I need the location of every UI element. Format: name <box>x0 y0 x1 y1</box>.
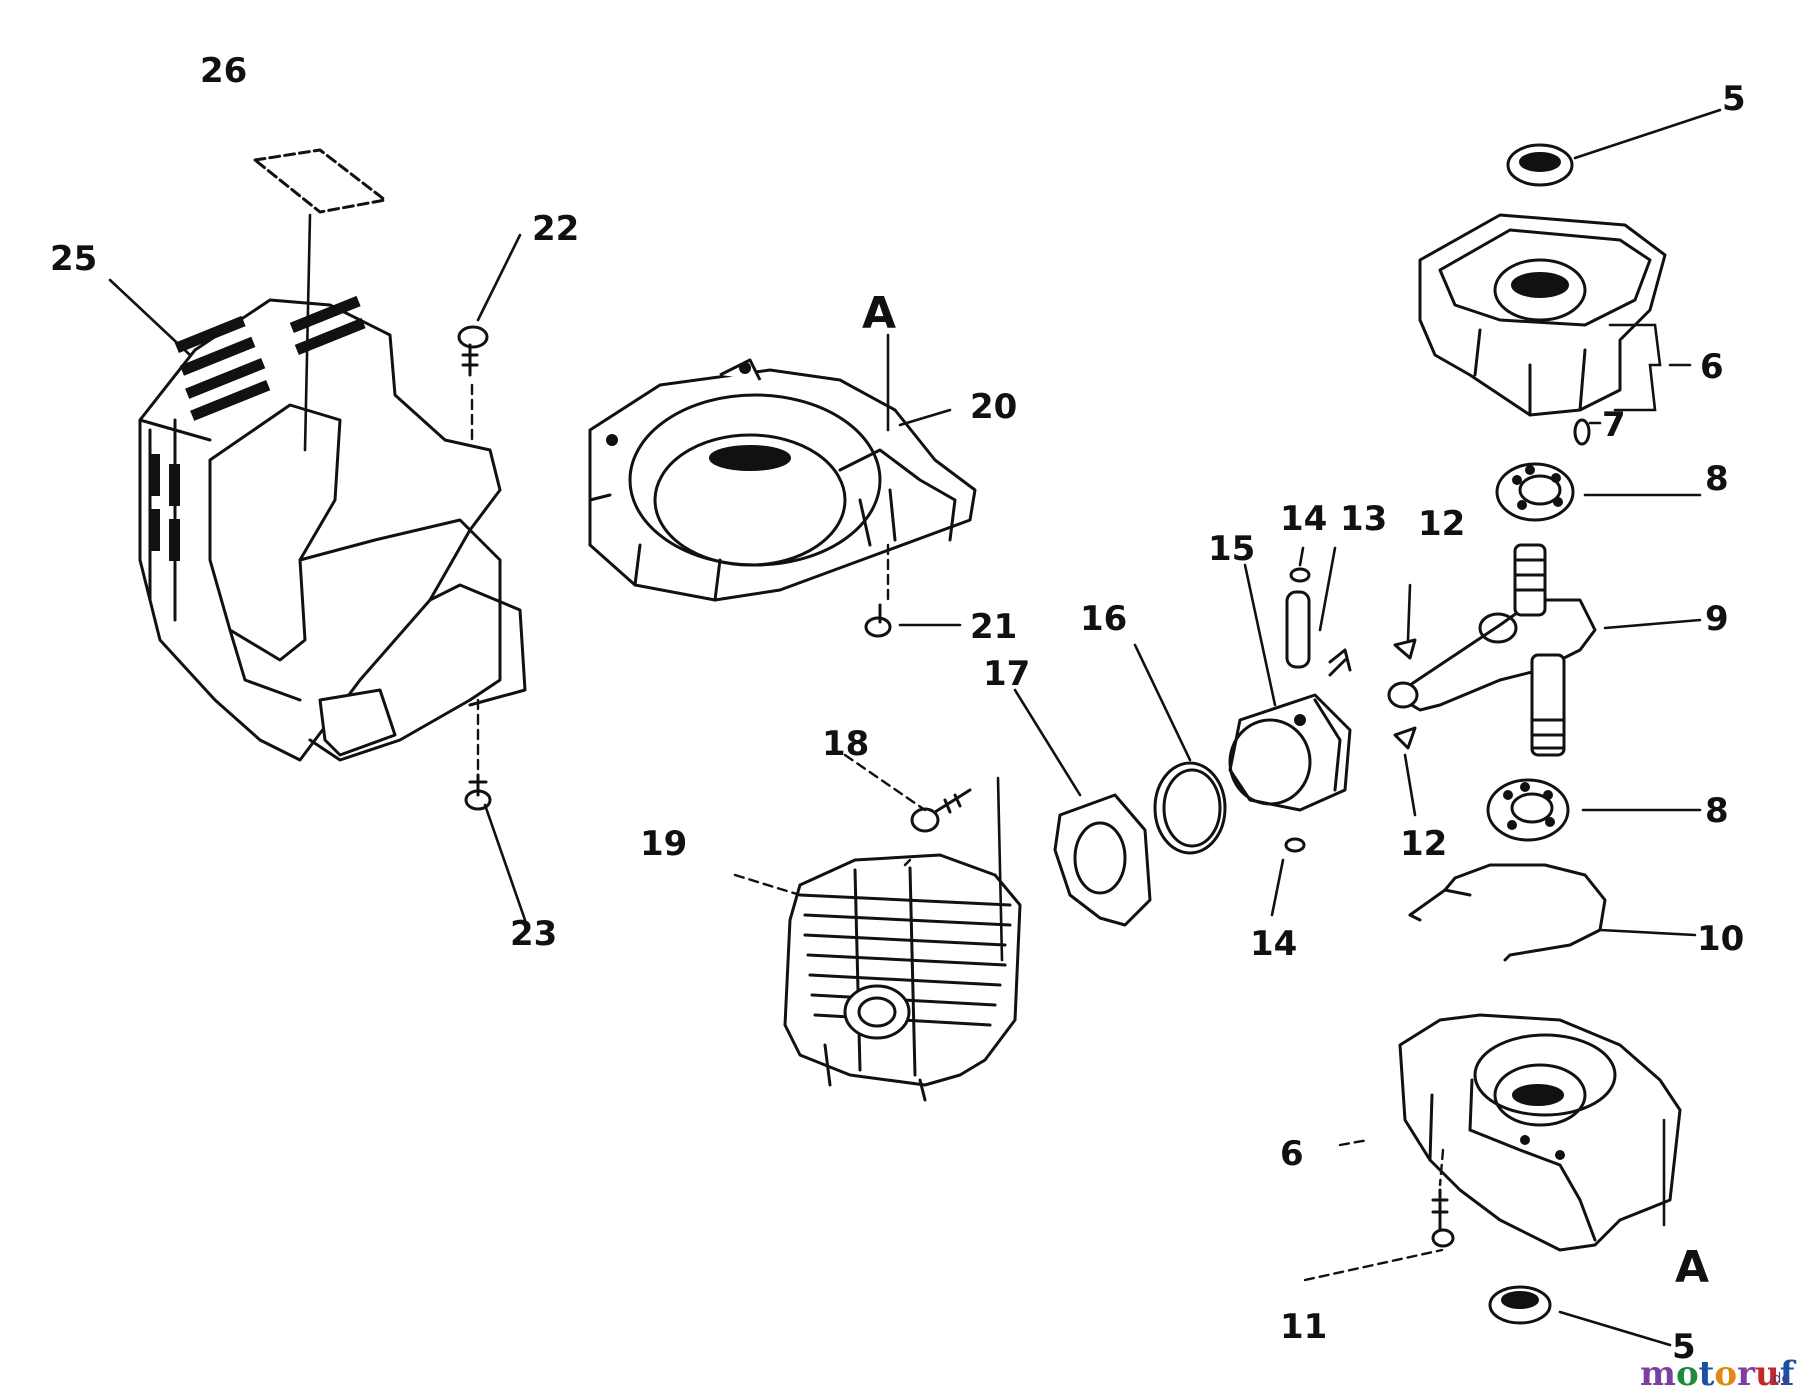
part-19-cylinder <box>783 853 1022 1102</box>
callout-21: 21 <box>970 607 1017 647</box>
callout-7: 7 <box>1602 405 1626 445</box>
callout-5-bottom: 5 <box>1672 1327 1696 1367</box>
callout-8-top: 8 <box>1705 459 1729 499</box>
part-6-crankcase-upper <box>1418 213 1667 417</box>
callout-23: 23 <box>510 914 557 954</box>
callout-25: 25 <box>50 239 97 279</box>
logo-letter: f <box>1780 1354 1797 1394</box>
part-26-label <box>253 148 387 452</box>
logo-letter: r <box>1737 1354 1756 1394</box>
part-22-screw <box>457 325 489 442</box>
logo-letter: m <box>1640 1354 1676 1394</box>
logo-letter: u <box>1755 1354 1780 1394</box>
part-17-gasket <box>1053 793 1152 927</box>
part-6-crankcase-lower <box>1398 1013 1682 1252</box>
callout-17: 17 <box>983 654 1030 694</box>
svg-text:.de: .de <box>1768 1371 1790 1387</box>
part-21-screw <box>864 543 892 638</box>
callout-15: 15 <box>1208 529 1255 569</box>
callout-10: 10 <box>1697 919 1744 959</box>
part-7-dowel-pin <box>1573 418 1591 446</box>
reference-a-top: A <box>862 288 896 339</box>
callout-labels: 5 6 7 8 9 8 10 12 13 14 15 16 17 18 19 1… <box>50 51 1746 1367</box>
part-13-piston-pin <box>1285 590 1352 677</box>
callout-12-bottom: 12 <box>1400 824 1447 864</box>
callout-13: 13 <box>1340 499 1387 539</box>
part-14-clip-top <box>1289 567 1311 583</box>
part-14-clip-bottom <box>1284 837 1306 853</box>
callout-22: 22 <box>532 209 579 249</box>
part-11-screw <box>1431 1148 1455 1248</box>
callout-18: 18 <box>822 724 869 764</box>
part-23-screw <box>464 698 492 811</box>
callout-12-top: 12 <box>1418 504 1465 544</box>
callout-8-bottom: 8 <box>1705 791 1729 831</box>
part-8-bearing-top <box>1495 462 1575 522</box>
callout-19: 19 <box>640 824 687 864</box>
part-5-seal-bottom <box>1488 1285 1552 1325</box>
svg-text:motoruf: motoruf <box>1640 1354 1797 1394</box>
callout-6-left: 6 <box>1280 1134 1304 1174</box>
logo-letter: o <box>1676 1354 1699 1394</box>
part-16-ring <box>1153 761 1227 855</box>
callout-14-bottom: 14 <box>1250 924 1297 964</box>
part-15-piston <box>1228 693 1352 812</box>
part-5-seal-top <box>1506 143 1574 187</box>
callout-9: 9 <box>1705 599 1729 639</box>
callout-14-top: 14 <box>1280 499 1327 539</box>
part-18-screw <box>910 776 1004 962</box>
part-12-needle-bearing-bottom <box>1393 726 1417 750</box>
callout-5-top: 5 <box>1722 79 1746 119</box>
callout-26: 26 <box>200 51 247 91</box>
leader-lines <box>108 108 1722 1347</box>
reference-a-bottom: A <box>1675 1242 1709 1293</box>
logo-letter: o <box>1714 1354 1737 1394</box>
part-12-needle-bearing-top <box>1393 638 1417 660</box>
part-25-engine-cover <box>138 295 527 762</box>
logo-letter: t <box>1699 1354 1715 1394</box>
part-9-crankshaft <box>1387 543 1597 757</box>
callout-11: 11 <box>1280 1307 1327 1347</box>
part-10-plate <box>1408 863 1607 962</box>
callout-20: 20 <box>970 387 1017 427</box>
callout-16: 16 <box>1080 599 1127 639</box>
part-20-fan-housing <box>588 358 977 602</box>
motoruf-watermark-logo: motoruf .de <box>1640 1354 1797 1394</box>
callout-6-right: 6 <box>1700 347 1724 387</box>
part-8-bearing-bottom <box>1486 778 1570 842</box>
